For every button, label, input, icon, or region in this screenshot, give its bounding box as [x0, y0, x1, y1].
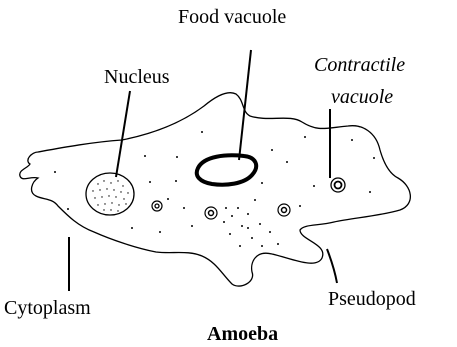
- pseudopod-label: Pseudopod: [328, 288, 416, 310]
- amoeba-cell-outline: [20, 93, 411, 286]
- food-vacuole-label: Food vacuole: [178, 6, 286, 28]
- food-vacuole-shape: [197, 155, 256, 184]
- pseudopod-leader-line: [327, 249, 337, 283]
- nucleus-label: Nucleus: [104, 66, 170, 88]
- nucleus-leader-line: [116, 91, 130, 177]
- cytoplasm-label: Cytoplasm: [4, 297, 91, 319]
- contractile-vacuole-label-line2: vacuole: [331, 86, 393, 108]
- diagram-caption: Amoeba: [207, 323, 278, 345]
- food-vacuole-leader-line: [239, 50, 251, 160]
- contractile-vacuole-shape: [331, 178, 345, 192]
- small-vacuole: [278, 204, 290, 216]
- nucleus-shape: [86, 173, 134, 215]
- contractile-vacuole-label: Contractile: [314, 54, 405, 76]
- small-vacuole: [205, 207, 217, 219]
- small-vacuole: [152, 201, 162, 211]
